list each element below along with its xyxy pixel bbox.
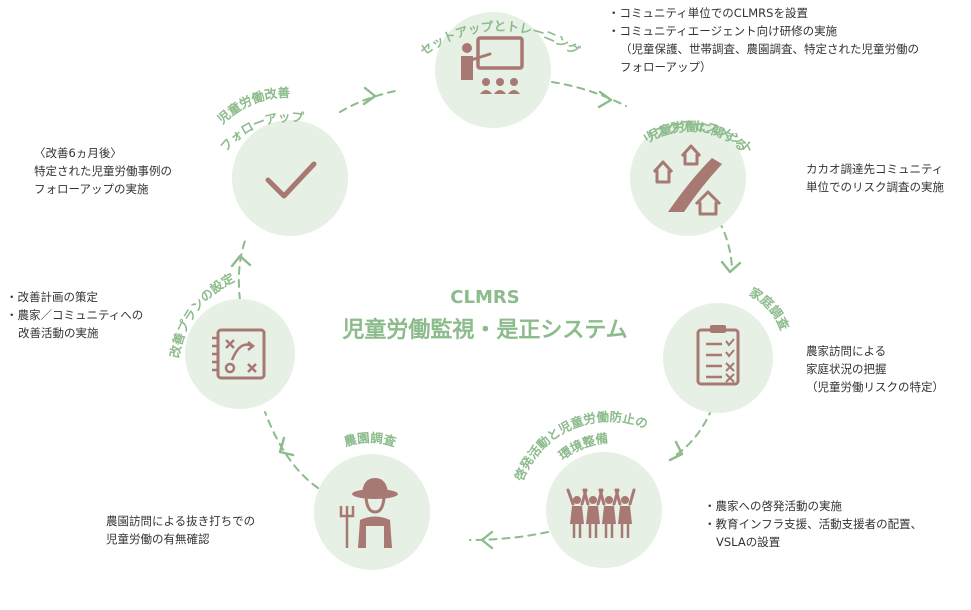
note-setup-item: コミュニティエージェント向け研修の実施 xyxy=(608,22,919,40)
note-environment-item: 農家への啓発活動の実施 xyxy=(704,497,922,515)
note-environment: 農家への啓発活動の実施 教育インフラ支援、活動支援者の配置、 VSLAの設置 xyxy=(704,497,923,551)
note-setup: コミュニティ単位でのCLMRSを設置 コミュニティエージェント向け研修の実施 （… xyxy=(608,4,920,76)
arrowhead-plan xyxy=(278,436,295,457)
note-followup-item: フォローアップの実施 xyxy=(34,182,149,196)
center-title-en: CLMRS xyxy=(450,287,519,308)
note-farm-item: 農園訪問による抜き打ちでの xyxy=(106,514,256,528)
note-environment-item: VSLAの設置 xyxy=(716,535,781,549)
center-title-ja: 児童労働監視・是正システム xyxy=(341,317,627,343)
clipboard-icon xyxy=(696,325,740,386)
arrowhead-household xyxy=(720,260,742,274)
note-followup: 〈改善6ヵ月後〉 特定された児童労働事例の フォローアップの実施 xyxy=(34,144,172,198)
connector-setup-risk xyxy=(551,81,627,107)
stage-label-farm: 農園調査 xyxy=(342,430,398,449)
note-plan-item: 改善活動の実施 xyxy=(18,326,99,340)
note-farm-item: 児童労働の有無確認 xyxy=(106,532,210,546)
connector-household-environment xyxy=(675,407,713,456)
note-household: 農家訪問による 家庭状況の把握 （児童労働リスクの特定） xyxy=(806,342,944,396)
strategy-board-icon xyxy=(212,328,266,380)
note-followup-item: 〈改善6ヵ月後〉 xyxy=(34,146,122,160)
note-household-item: 家庭状況の把握 xyxy=(806,362,887,376)
cycle-arrowheads xyxy=(230,86,742,550)
note-setup-item: フォローアップ） xyxy=(620,60,712,74)
connector-plan-followup xyxy=(237,237,247,301)
arrowhead-farm xyxy=(480,530,494,550)
note-risk: カカオ調達先コミュニティ 単位でのリスク調査の実施 xyxy=(806,160,944,196)
connector-farm-plan xyxy=(264,411,319,489)
note-risk-item: カカオ調達先コミュニティ xyxy=(806,162,944,176)
connector-followup-setup xyxy=(339,89,401,113)
checkmark-icon xyxy=(265,161,317,199)
arrowhead-setup xyxy=(362,86,377,106)
note-plan-item: 農家／コミュニティへの xyxy=(6,306,144,324)
farmer-icon xyxy=(339,478,398,548)
connector-environment-farm xyxy=(469,531,549,541)
note-plan-item: 改善計画の策定 xyxy=(6,288,143,306)
note-followup-item: 特定された児童労働事例の xyxy=(34,164,172,178)
note-risk-item: 単位でのリスク調査の実施 xyxy=(806,180,944,194)
arrowhead-followup xyxy=(230,254,252,268)
stage-circles xyxy=(185,12,773,570)
teaching-icon xyxy=(461,36,524,94)
note-setup-item: （児童保護、世帯調査、農園調査、特定された児童労働の xyxy=(620,42,919,56)
stage-circle-household xyxy=(663,303,773,413)
note-environment-item: 教育インフラ支援、活動支援者の配置、 xyxy=(704,515,923,533)
note-farm: 農園訪問による抜き打ちでの 児童労働の有無確認 xyxy=(106,512,255,548)
arrowhead-environment xyxy=(668,440,684,462)
stage-circle-followup xyxy=(232,120,348,236)
stage-circle-plan xyxy=(185,299,295,409)
note-household-item: （児童労働リスクの特定） xyxy=(806,380,944,394)
arrowhead-risk xyxy=(597,90,613,109)
note-household-item: 農家訪問による xyxy=(806,344,887,358)
note-setup-item: コミュニティ単位でのCLMRSを設置 xyxy=(608,4,919,22)
people-cheering-icon xyxy=(566,488,636,538)
note-plan: 改善計画の策定 農家／コミュニティへの 改善活動の実施 xyxy=(6,288,144,342)
road-houses-icon xyxy=(652,144,722,216)
